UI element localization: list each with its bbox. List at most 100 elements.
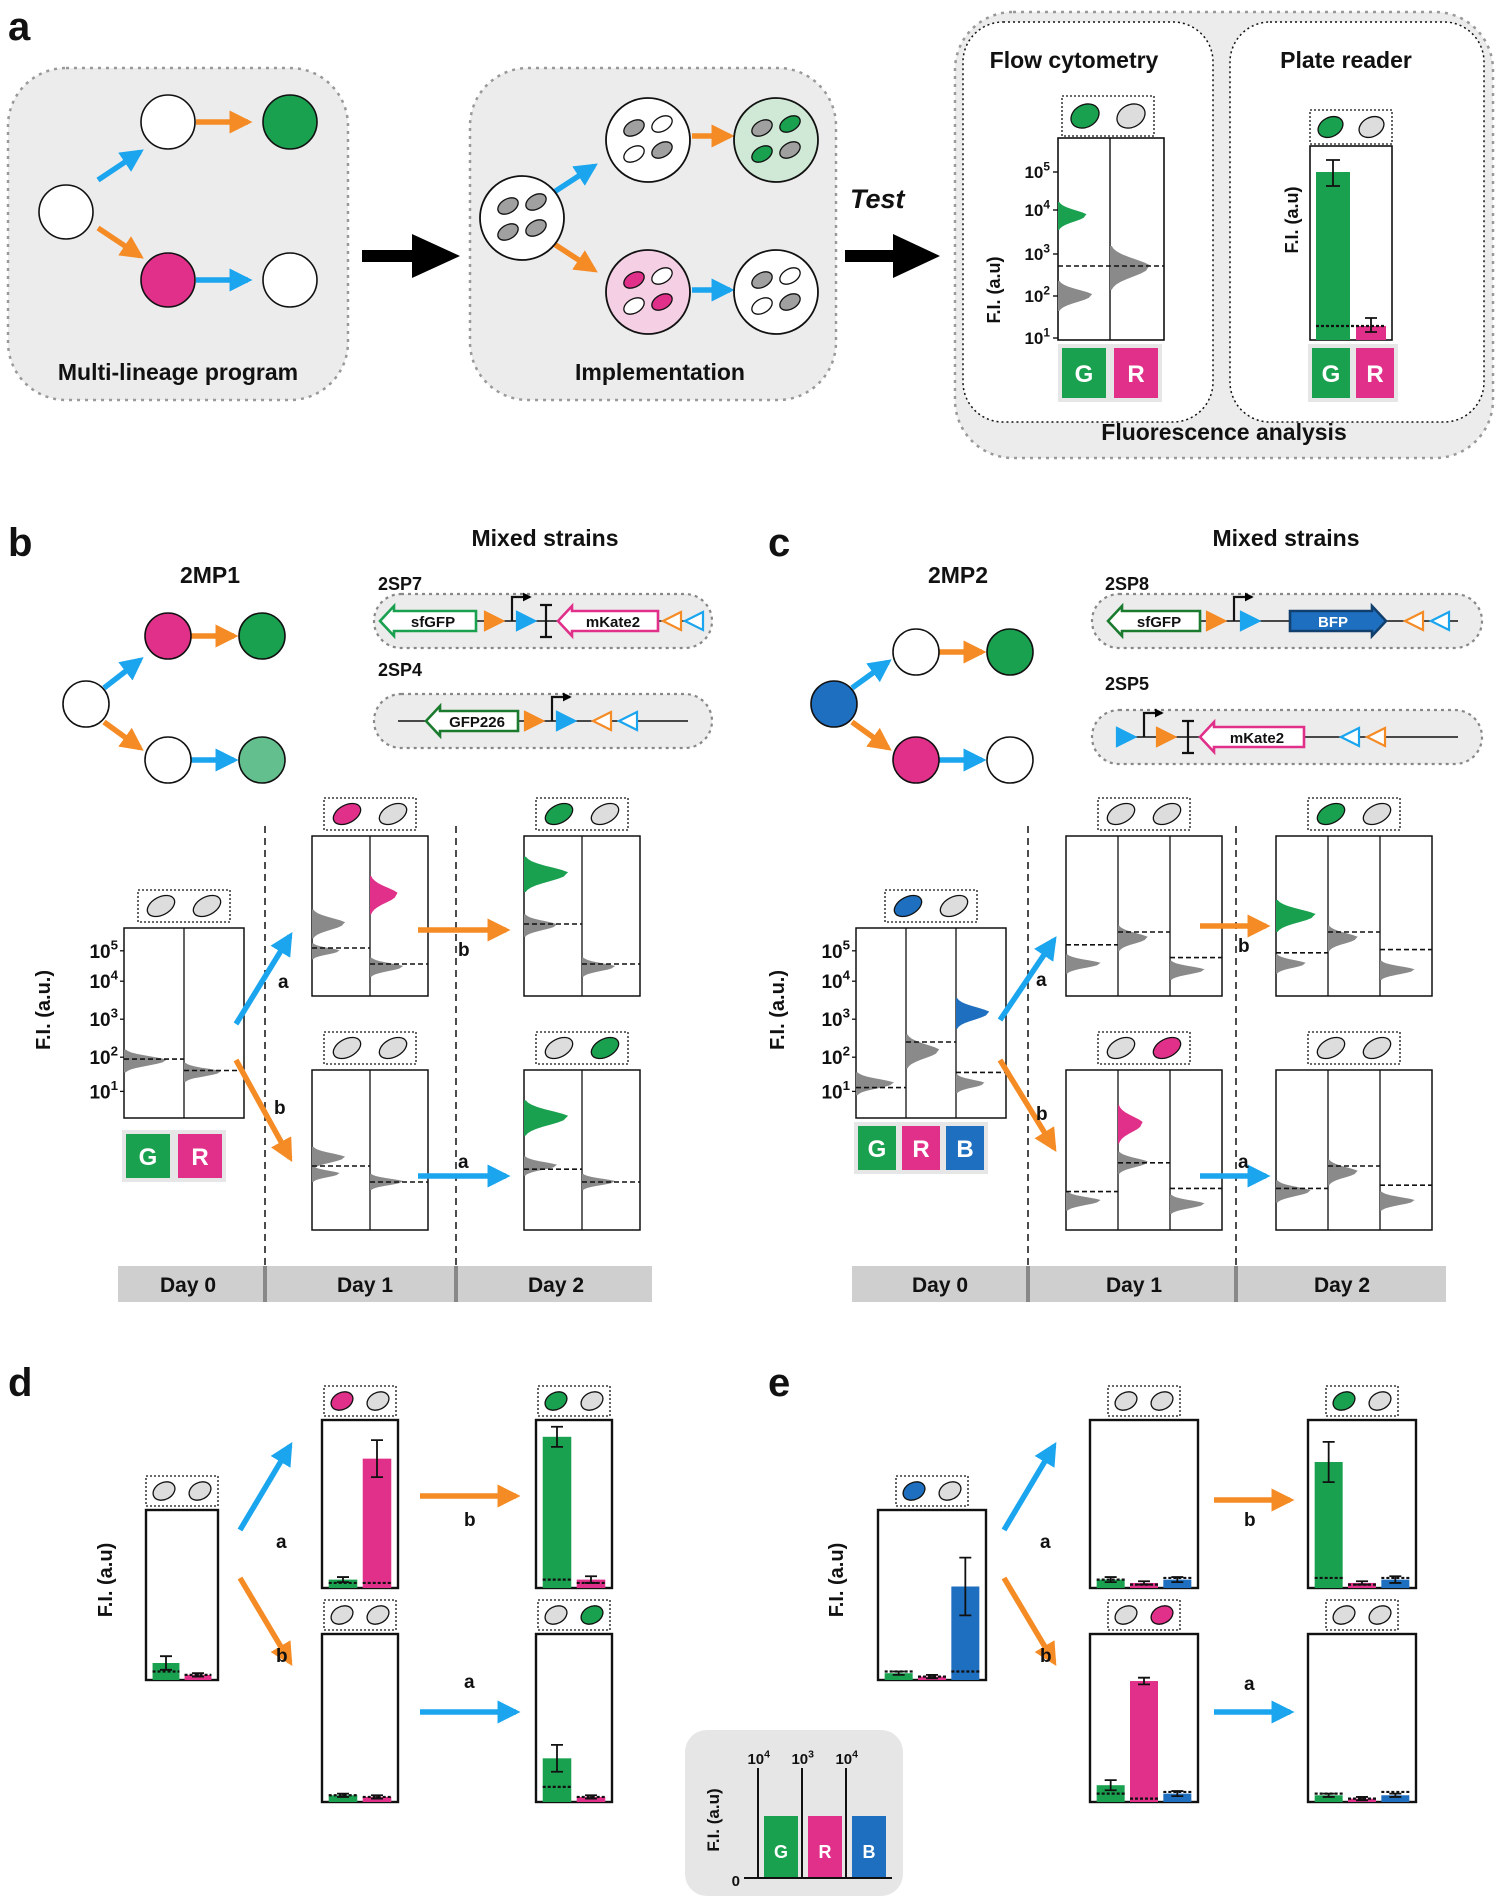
orange-arrow bbox=[96, 225, 144, 259]
axis-tick-label: 102 bbox=[821, 1044, 850, 1070]
arrow-label-a: a bbox=[458, 1152, 469, 1173]
intermediate-cell bbox=[140, 94, 196, 150]
flow-tick-label: 101 bbox=[1024, 325, 1050, 348]
recombinase-site bbox=[660, 610, 683, 632]
implementation-progenitor-cell bbox=[525, 193, 547, 211]
orange-arrow bbox=[546, 237, 598, 273]
legend-scale-top: 103 bbox=[791, 1748, 814, 1768]
day2-top-plot-header-cell-icon bbox=[1362, 802, 1392, 826]
day-separator bbox=[454, 1266, 458, 1302]
channel-label-G: G bbox=[1322, 361, 1341, 388]
implementation-diagram bbox=[479, 97, 819, 335]
day2-bottom-bar-plot-header-cell-icon bbox=[1368, 1605, 1392, 1625]
gene-label-sfGFP: sfGFP bbox=[1137, 614, 1181, 631]
day0-plot-histogram bbox=[956, 998, 990, 1029]
scale-legend-bg bbox=[685, 1730, 903, 1896]
day1-bottom-plot-histogram bbox=[1118, 1105, 1143, 1144]
green-cell bbox=[262, 94, 318, 150]
day-separator bbox=[1234, 1266, 1238, 1302]
gene-mKate2 bbox=[556, 602, 660, 640]
program-diagram-2mp2 bbox=[810, 628, 1034, 784]
day1-top-plot-header-cell-icon bbox=[1152, 802, 1182, 826]
fluorescence-analysis-label: Fluorescence analysis bbox=[1101, 419, 1346, 445]
day1-top-bar-plot-bar bbox=[362, 1458, 392, 1588]
recombinase-site bbox=[1155, 726, 1178, 748]
day1-bottom-bar-plot-bar bbox=[1163, 1793, 1192, 1802]
day2-bottom-bar-plot-error-bar bbox=[1389, 1792, 1402, 1798]
day0-bar-plot-frame bbox=[144, 1508, 220, 1682]
day2-bottom-plot-histogram bbox=[1328, 1159, 1358, 1186]
mixed-strains-label-b: Mixed strains bbox=[472, 525, 619, 551]
day1-top-bar-plot-bar bbox=[328, 1579, 358, 1588]
axis-tick-label: 101 bbox=[89, 1078, 118, 1104]
day2-top-plot-histogram bbox=[524, 856, 569, 892]
day1-top-plot-header-cell-icon bbox=[332, 802, 362, 826]
gray-histogram bbox=[1110, 246, 1150, 290]
cyan-arrow-a bbox=[237, 1442, 293, 1532]
day1-bottom-plot-header-cell-icon bbox=[378, 1036, 408, 1060]
program-name-2mp1: 2MP1 bbox=[180, 562, 240, 588]
recombinase-site bbox=[1428, 610, 1451, 632]
cyan-arrow bbox=[546, 163, 598, 199]
gene-BFP bbox=[1288, 602, 1388, 640]
cyan-arrow bbox=[96, 149, 144, 183]
arrow-label-a: a bbox=[1040, 1532, 1051, 1553]
promoter-arrow bbox=[1232, 592, 1254, 621]
day2-bottom-plot-histogram bbox=[1276, 1180, 1311, 1203]
lineage-diagram bbox=[38, 94, 318, 308]
axis-tick-label: 103 bbox=[821, 1006, 850, 1032]
channel-label-R: R bbox=[1127, 361, 1144, 388]
legend-ylabel: F.I. (a.u) bbox=[704, 1788, 723, 1851]
day1-top-bar-plot-header-cell-icon bbox=[330, 1391, 354, 1411]
arrow-label-b: b bbox=[276, 1646, 288, 1667]
channel-box-G bbox=[1312, 348, 1350, 398]
day1-top-plot-histogram bbox=[312, 909, 346, 939]
day1-top-plot-histogram bbox=[1118, 925, 1148, 952]
day2-bottom-plot-header-cell-icon bbox=[1362, 1036, 1392, 1060]
day-label: Day 1 bbox=[337, 1274, 393, 1297]
day2-bottom-bar-plot-frame bbox=[1306, 1632, 1418, 1804]
implementation-cyan-state-cell bbox=[623, 119, 645, 137]
channel-box-B bbox=[946, 1126, 984, 1170]
flow-header-cell-icon bbox=[1070, 103, 1100, 129]
channel-box-R bbox=[1356, 348, 1394, 398]
arrow-label-a: a bbox=[1244, 1674, 1255, 1695]
cyan-arrow-a bbox=[233, 932, 293, 1026]
channel-label-G: G bbox=[1075, 361, 1094, 388]
day1-bottom-bar-plot-frame bbox=[320, 1632, 400, 1804]
panel-letter-e: e bbox=[768, 1361, 790, 1405]
panel-letter-a: a bbox=[8, 5, 31, 49]
panel-letter-c: c bbox=[768, 521, 790, 565]
arrow-label-b: b bbox=[1036, 1104, 1048, 1125]
flow-plot-frame bbox=[1057, 137, 1165, 341]
day2-bottom-bar-plot-bar bbox=[1314, 1795, 1343, 1802]
implementation-cyan-state-cell bbox=[623, 145, 645, 163]
day2-bottom-bar-plot-error-bar bbox=[585, 1794, 597, 1800]
recombinase-site bbox=[555, 710, 578, 732]
white-cell bbox=[892, 628, 940, 676]
day0-plot-frame bbox=[855, 927, 1007, 1119]
implementation-magenta-state-cell bbox=[651, 293, 673, 311]
plate-header-cell-icon bbox=[1317, 115, 1344, 139]
recombinase-site bbox=[523, 710, 546, 732]
day0-bar-plot-error-bar bbox=[926, 1674, 938, 1680]
day1-top-bar-plot-bar bbox=[1096, 1579, 1125, 1588]
ylabel-b: F.I. (a.u.) bbox=[33, 970, 55, 1050]
promoter-arrow bbox=[1142, 708, 1164, 737]
day0-plot-histogram bbox=[124, 1049, 167, 1073]
day1-top-bar-plot-error-bar bbox=[1104, 1576, 1117, 1584]
orange-arrow-b bbox=[237, 1576, 293, 1666]
axis-tick-label: 105 bbox=[89, 937, 118, 963]
legend-bar-label-G: G bbox=[774, 1842, 788, 1862]
day-separator bbox=[263, 1266, 267, 1302]
implementation-progenitor-cell bbox=[497, 197, 519, 215]
day0-plot-histogram bbox=[956, 1074, 985, 1094]
arrow-label-b: b bbox=[464, 1510, 476, 1531]
cyan-arrow bbox=[850, 659, 892, 691]
day-bar bbox=[852, 1266, 1446, 1302]
program-diagram-2mp1 bbox=[62, 612, 286, 784]
implementation-final-state-cell bbox=[779, 267, 801, 285]
channel-label-G: G bbox=[868, 1136, 887, 1163]
flow-cytometry-title: Flow cytometry bbox=[990, 47, 1159, 73]
